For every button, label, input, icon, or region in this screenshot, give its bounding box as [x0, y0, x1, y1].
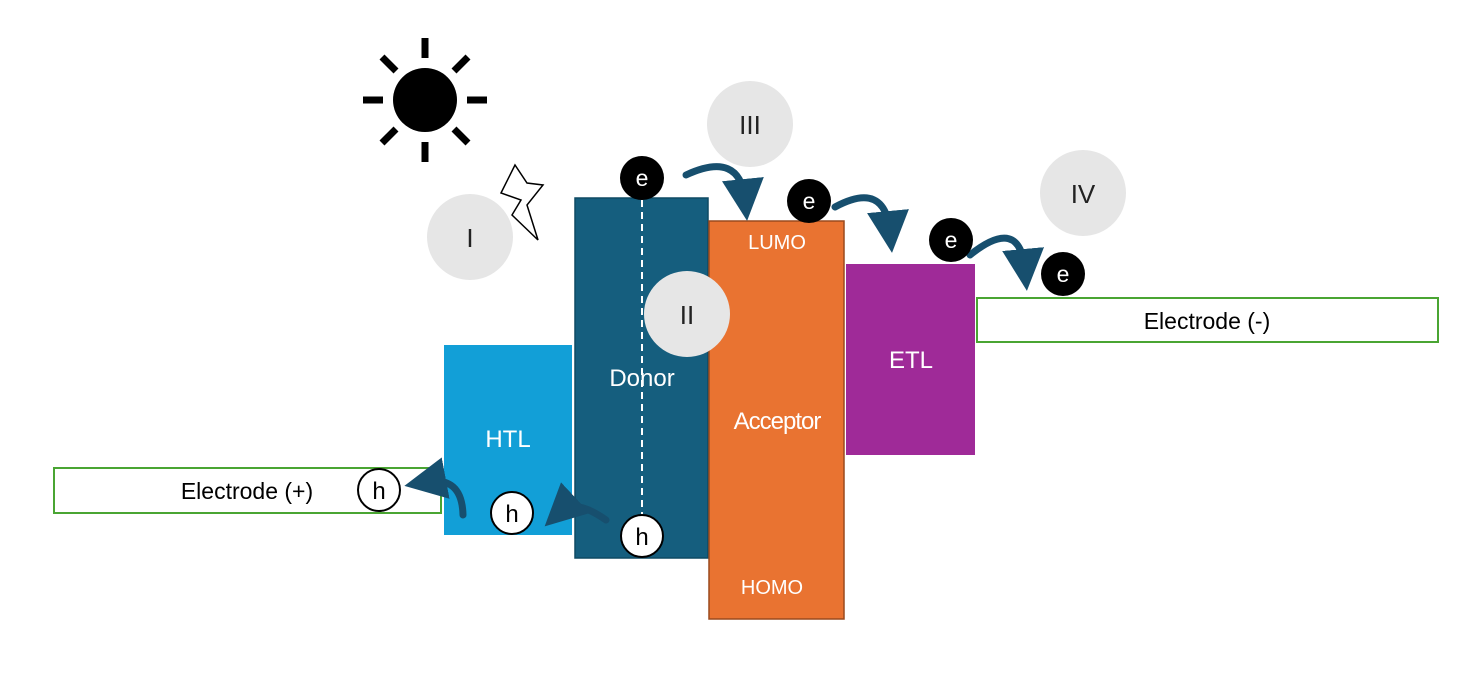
electrode-positive-label: Electrode (+)	[181, 478, 313, 504]
homo-label: HOMO	[741, 577, 803, 599]
hole-donor: h	[620, 514, 664, 558]
electron-electrode: e	[1041, 252, 1085, 296]
svg-text:e: e	[1057, 261, 1070, 287]
hole-htl: h	[490, 491, 534, 535]
etl-label: ETL	[889, 347, 933, 374]
svg-text:III: III	[739, 110, 761, 140]
curved-arrow-icon	[404, 163, 1045, 527]
step-iv: IV	[1040, 150, 1126, 236]
svg-text:I: I	[466, 223, 473, 253]
donor-label: Donor	[609, 365, 674, 392]
etl-layer	[846, 264, 975, 455]
electron-acceptor: e	[787, 179, 831, 223]
step-iii: III	[707, 81, 793, 167]
step-ii: II	[644, 271, 730, 357]
svg-text:h: h	[635, 524, 648, 551]
svg-text:h: h	[505, 501, 518, 528]
htl-label: HTL	[485, 426, 530, 453]
svg-text:e: e	[945, 227, 958, 253]
lumo-label: LUMO	[748, 232, 806, 254]
hole-electrode: h	[357, 468, 401, 512]
svg-text:II: II	[680, 300, 694, 330]
svg-text:IV: IV	[1071, 179, 1096, 209]
acceptor-layer	[708, 220, 845, 620]
step-i: I	[427, 194, 513, 280]
sun-icon	[363, 38, 487, 162]
svg-text:e: e	[636, 165, 649, 191]
acceptor-label: Acceptor	[734, 408, 822, 435]
electrode-negative	[976, 297, 1439, 343]
svg-text:h: h	[372, 478, 385, 505]
electron-donor: e	[620, 156, 664, 200]
lightning-icon	[499, 163, 545, 241]
donor-layer	[574, 197, 709, 559]
svg-text:e: e	[803, 188, 816, 214]
electron-etl: e	[929, 218, 973, 262]
electrode-negative-label: Electrode (-)	[1144, 308, 1271, 334]
